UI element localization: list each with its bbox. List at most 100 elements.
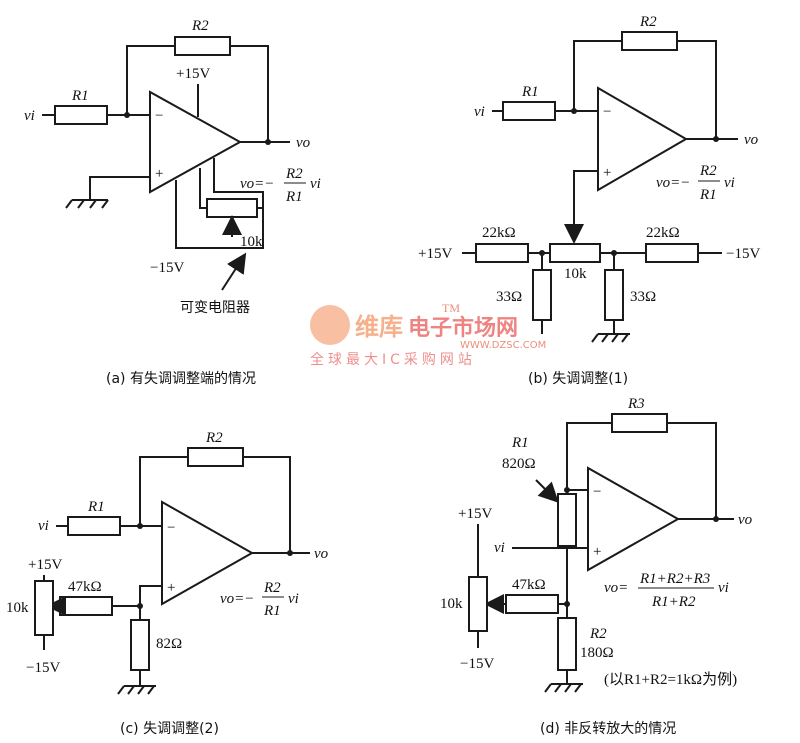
svg-text:R1+R2+R3: R1+R2+R3 <box>639 571 710 587</box>
svg-text:R1: R1 <box>263 603 281 619</box>
svg-text:vo: vo <box>296 135 311 151</box>
r-right-b <box>645 243 699 263</box>
watermark: 维库 电子市场网 WWW.DZSC.COM 全球最大IC采购网站 TM <box>310 301 546 368</box>
r2-b <box>621 31 678 51</box>
opamp-b <box>597 86 688 192</box>
pot-c <box>34 580 54 636</box>
svg-text:R3: R3 <box>627 396 645 412</box>
r2-d <box>557 617 577 671</box>
svg-text:WWW.DZSC.COM: WWW.DZSC.COM <box>460 340 546 351</box>
svg-text:vo=−: vo=− <box>240 176 274 192</box>
svg-text:R1: R1 <box>521 84 539 100</box>
caption-c: (c) 失调调整(2) <box>120 721 219 737</box>
svg-text:R2: R2 <box>205 430 223 446</box>
svg-text:R2: R2 <box>699 163 717 179</box>
caption-a: (a) 有失调调整端的情况 <box>106 371 256 387</box>
svg-text:vo: vo <box>314 546 329 562</box>
r-series-c <box>59 596 113 616</box>
watermark-logo-icon <box>310 305 350 345</box>
svg-text:−: − <box>167 520 175 536</box>
svg-text:维库: 维库 <box>355 313 403 341</box>
r-left-b <box>475 243 529 263</box>
svg-text:可变电阻器: 可变电阻器 <box>180 300 250 316</box>
svg-text:820Ω: 820Ω <box>502 456 536 472</box>
svg-text:电子市场网: 电子市场网 <box>408 315 518 341</box>
r1-b <box>502 101 556 121</box>
svg-text:R2: R2 <box>285 166 303 182</box>
diagram-d: − + R3 vo R1 820Ω vi 47kΩ +15V 10k −15V <box>440 396 753 737</box>
svg-text:R1: R1 <box>71 88 89 104</box>
svg-text:vi: vi <box>718 580 729 596</box>
r1-c <box>67 516 121 536</box>
svg-text:+15V: +15V <box>28 557 62 573</box>
r3-d <box>611 413 668 433</box>
svg-text:R2: R2 <box>589 626 607 642</box>
svg-text:+15V: +15V <box>418 246 452 262</box>
r2-a <box>174 36 231 56</box>
svg-text:33Ω: 33Ω <box>496 289 522 305</box>
r1-d <box>557 493 577 547</box>
r1-a <box>54 105 108 125</box>
svg-text:R1: R1 <box>699 187 717 203</box>
svg-text:vi: vi <box>38 518 49 534</box>
svg-text:−15V: −15V <box>726 246 760 262</box>
r-ground-c <box>130 619 150 671</box>
r-series-d <box>505 594 559 614</box>
svg-text:vo: vo <box>744 132 759 148</box>
svg-text:vi: vi <box>474 104 485 120</box>
svg-text:+: + <box>603 165 611 181</box>
vi-label-a: vi <box>24 108 35 124</box>
svg-text:−: − <box>603 104 611 120</box>
svg-text:10k: 10k <box>240 234 263 250</box>
svg-text:+15V: +15V <box>458 506 492 522</box>
r2-c <box>187 447 244 467</box>
svg-text:10k: 10k <box>564 266 587 282</box>
svg-text:−15V: −15V <box>150 260 184 276</box>
svg-text:vo=−: vo=− <box>656 175 690 191</box>
svg-text:R2: R2 <box>191 18 209 34</box>
opamp-d <box>587 466 681 572</box>
svg-text:R1: R1 <box>511 435 529 451</box>
svg-text:22kΩ: 22kΩ <box>482 225 516 241</box>
r-down-left-b <box>532 269 552 321</box>
pot-b <box>549 243 601 263</box>
svg-text:+15V: +15V <box>176 66 210 82</box>
svg-text:R1: R1 <box>285 189 303 205</box>
svg-text:vi: vi <box>310 176 321 192</box>
svg-text:vo=: vo= <box>604 580 628 596</box>
svg-text:TM: TM <box>442 301 460 315</box>
opamp-a <box>149 90 243 194</box>
svg-text:vi: vi <box>288 591 299 607</box>
svg-text:−15V: −15V <box>460 656 494 672</box>
svg-text:vi: vi <box>724 175 735 191</box>
opamp-c <box>161 500 255 606</box>
svg-text:vo: vo <box>738 512 753 528</box>
svg-text:47kΩ: 47kΩ <box>68 579 102 595</box>
svg-text:vo=−: vo=− <box>220 591 254 607</box>
svg-text:−: − <box>155 108 163 124</box>
r-down-right-b <box>604 269 624 321</box>
svg-text:82Ω: 82Ω <box>156 636 182 652</box>
svg-text:+: + <box>155 166 163 182</box>
svg-text:33Ω: 33Ω <box>630 289 656 305</box>
svg-text:全球最大IC采购网站: 全球最大IC采购网站 <box>310 351 476 368</box>
pot-d <box>468 576 488 632</box>
svg-text:−15V: −15V <box>26 660 60 676</box>
diagram-a: − + vi R1 R2 vo +15V −15V <box>24 18 321 387</box>
svg-text:R2: R2 <box>639 14 657 30</box>
diagram-c: − + vi R1 R2 vo 47kΩ 82Ω +15V <box>6 430 329 737</box>
svg-text:22kΩ: 22kΩ <box>646 225 680 241</box>
offset-pot-a <box>206 198 258 218</box>
svg-text:+: + <box>593 544 601 560</box>
svg-text:47kΩ: 47kΩ <box>512 577 546 593</box>
svg-text:+: + <box>167 580 175 596</box>
svg-text:10k: 10k <box>6 600 29 616</box>
svg-text:vi: vi <box>494 540 505 556</box>
svg-text:(以R1+R2=1kΩ为例): (以R1+R2=1kΩ为例) <box>604 671 737 688</box>
diagram-b: − + vi R1 R2 vo +15V 22kΩ 10k 22kΩ −15V <box>418 14 760 387</box>
svg-text:180Ω: 180Ω <box>580 645 614 661</box>
svg-text:R1: R1 <box>87 499 105 515</box>
svg-text:10k: 10k <box>440 596 463 612</box>
svg-text:−: − <box>593 484 601 500</box>
